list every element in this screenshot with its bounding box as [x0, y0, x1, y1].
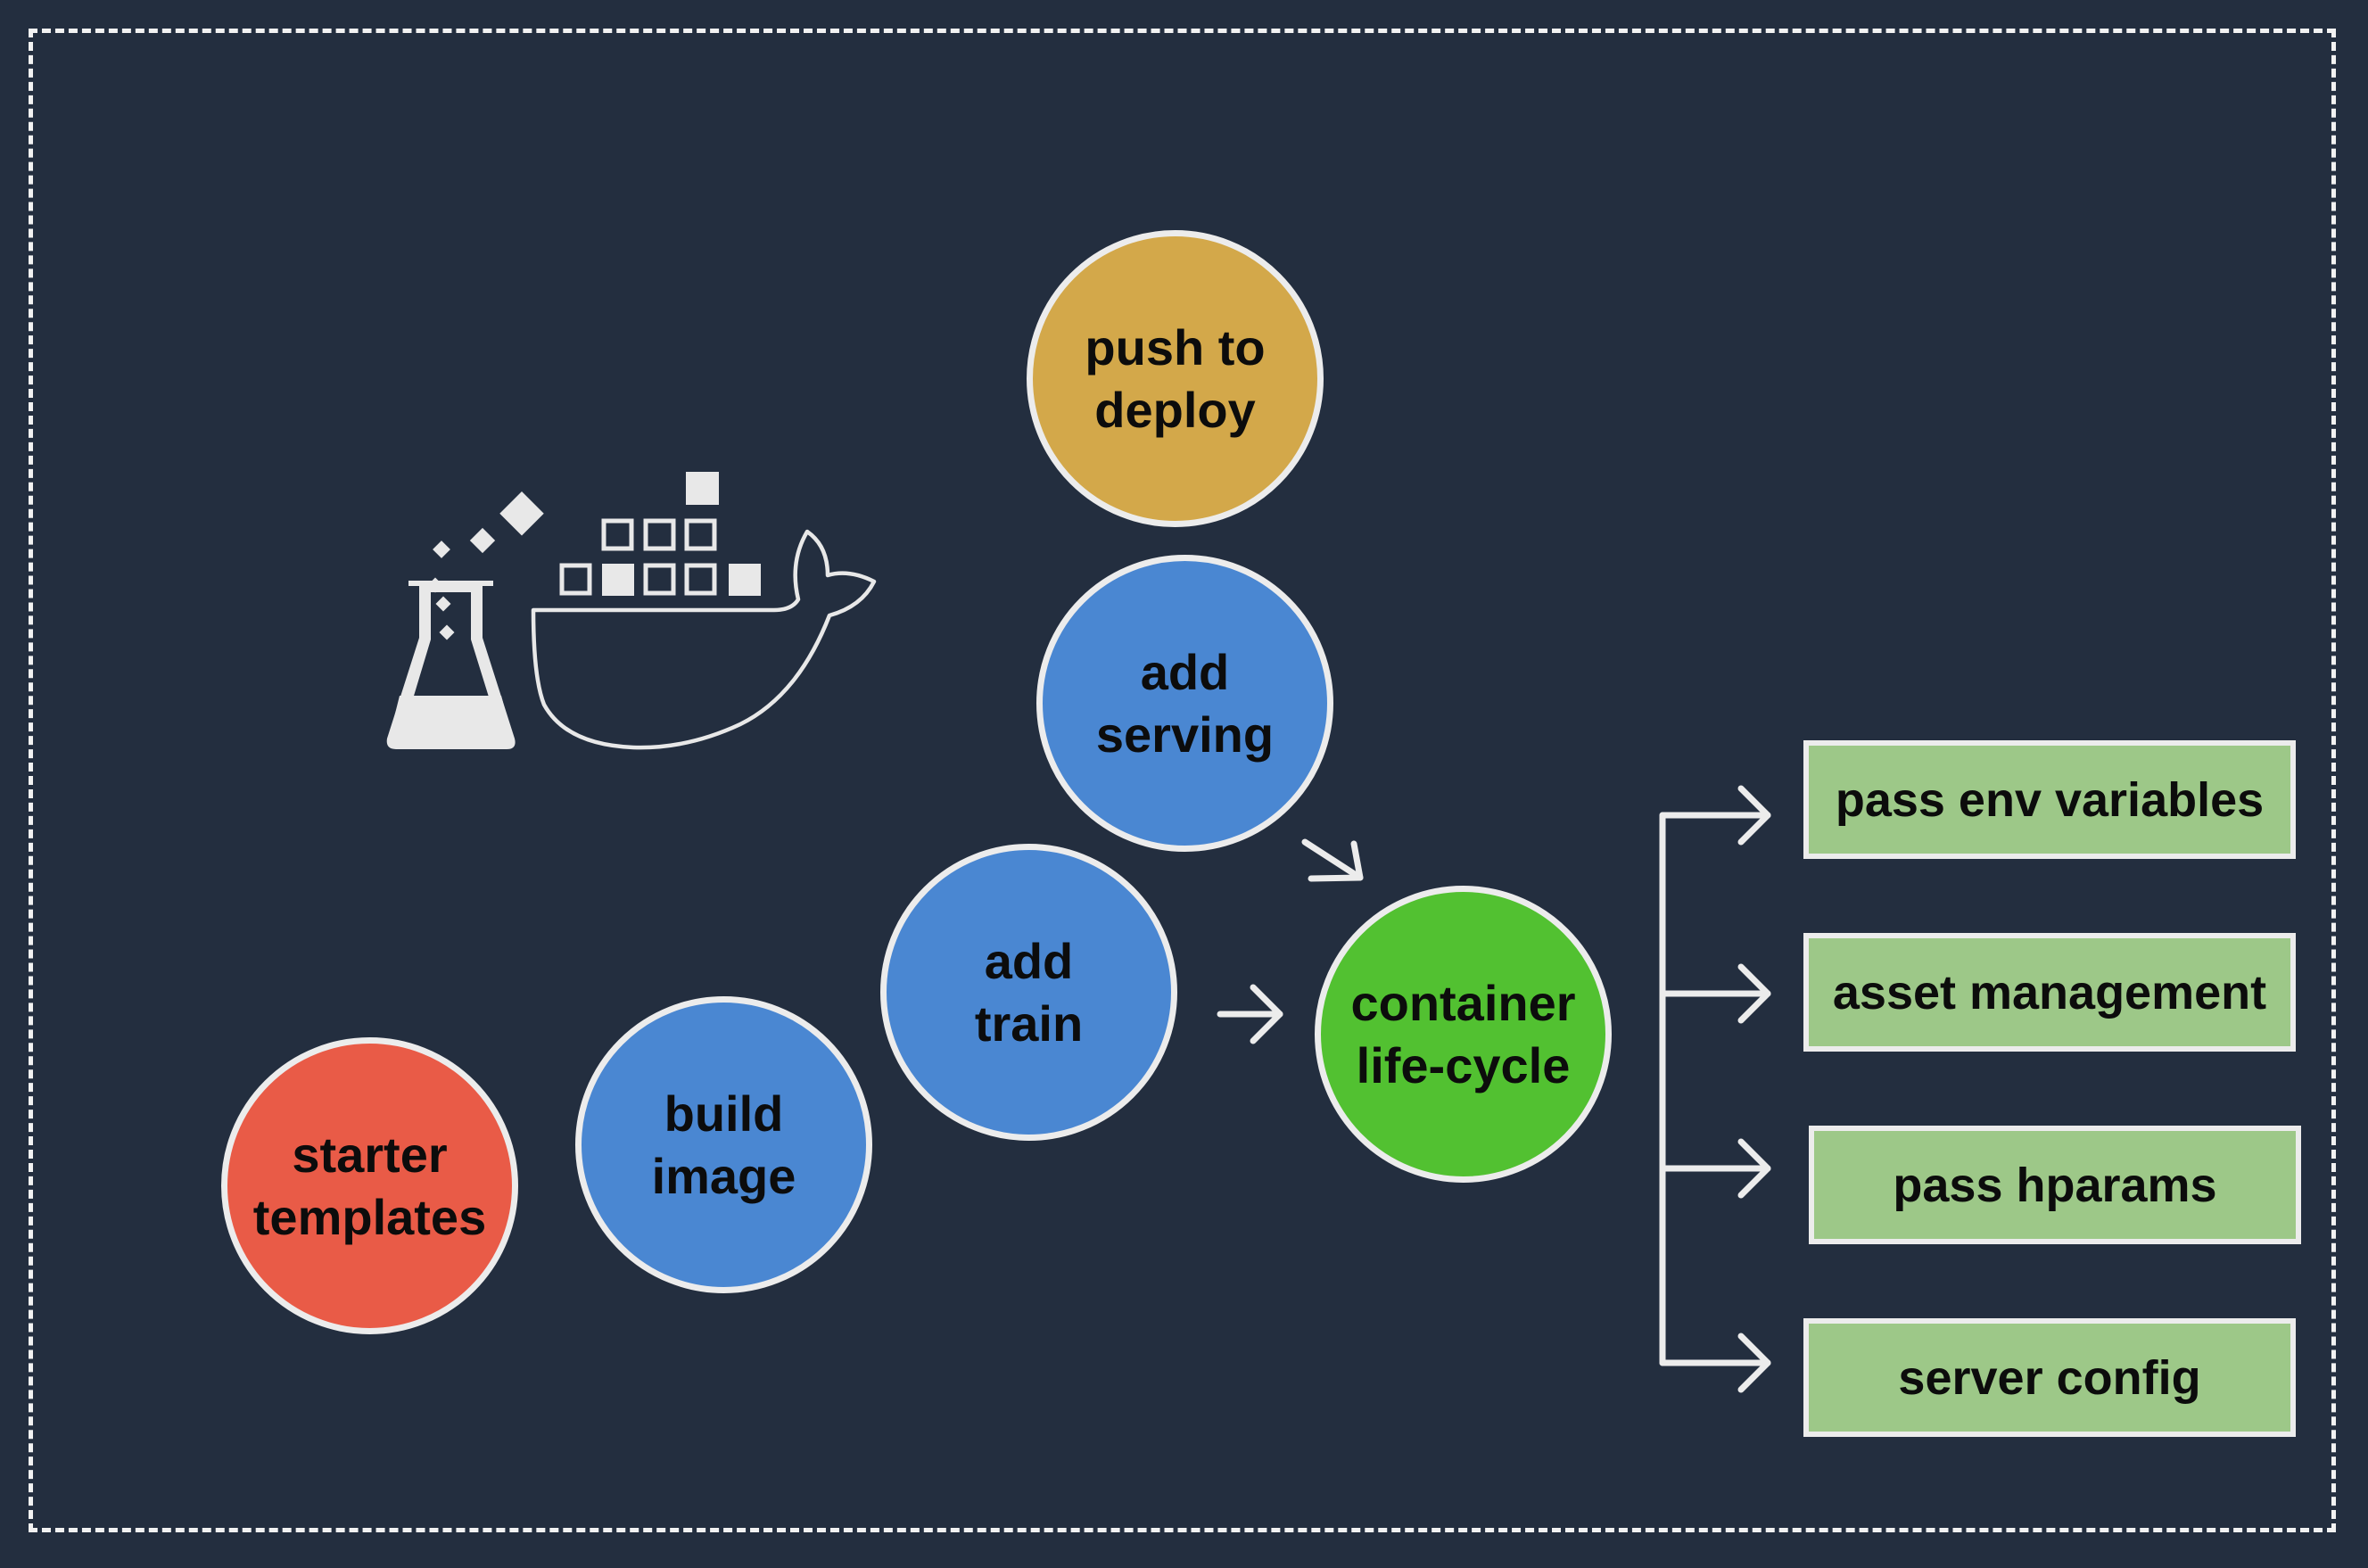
arrow-serving-to-lifecycle	[1301, 838, 1364, 881]
feature-box-hparams: pass hparams	[1809, 1126, 2301, 1244]
feature-label: server config	[1898, 1350, 2201, 1405]
feature-box-server-config: server config	[1803, 1318, 2296, 1437]
node-push-to-deploy-label: push to deploy	[1085, 318, 1266, 438]
feature-box-env-variables: pass env variables	[1803, 740, 2296, 859]
node-add-serving: add serving	[1036, 555, 1333, 852]
node-build-image-label: build image	[651, 1085, 796, 1204]
dashed-frame	[29, 29, 2336, 1532]
node-starter-templates-label: starter templates	[252, 1126, 487, 1245]
node-container-lifecycle: container life-cycle	[1315, 886, 1612, 1183]
feature-label: pass env variables	[1835, 772, 2265, 827]
flask-icon	[386, 491, 544, 749]
feature-box-asset-management: asset management	[1803, 933, 2296, 1052]
whale-icon	[531, 472, 877, 750]
feature-label: asset management	[1832, 965, 2267, 1019]
feature-label: pass hparams	[1893, 1158, 2217, 1212]
node-starter-templates: starter templates	[221, 1037, 518, 1334]
node-push-to-deploy: push to deploy	[1027, 230, 1324, 527]
node-add-train-label: add train	[974, 932, 1084, 1052]
node-add-serving-label: add serving	[1095, 643, 1275, 763]
node-add-train: add train	[880, 844, 1177, 1141]
node-container-lifecycle-label: container life-cycle	[1350, 974, 1576, 1093]
arrow-serving-to-lifecycle-head	[1308, 840, 1364, 882]
node-build-image: build image	[575, 996, 872, 1293]
arrow-train-to-lifecycle-head	[1250, 984, 1283, 1044]
